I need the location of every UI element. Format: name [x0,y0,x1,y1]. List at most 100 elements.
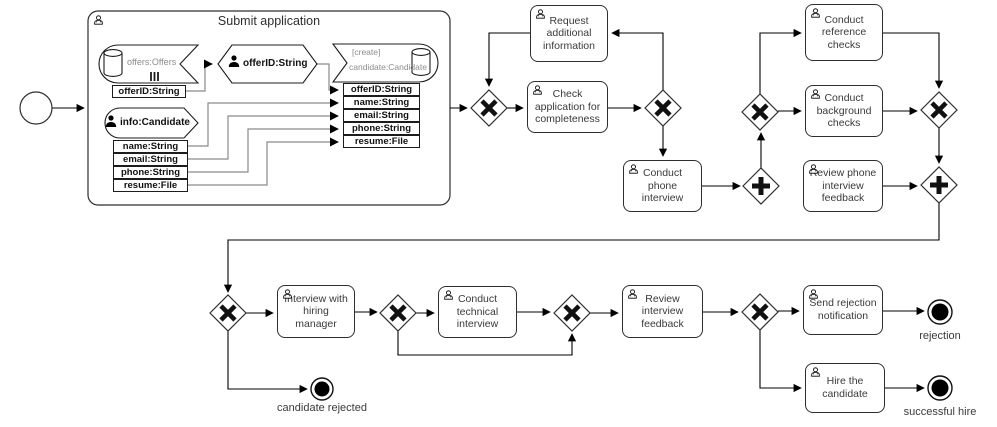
xor-marker [480,99,498,117]
transform-label: offerID:String [243,58,308,69]
gateway-parallel-2[interactable] [920,166,958,204]
task-label: Review interview feedback [641,292,684,330]
flow-gw3-to-reference [759,28,802,94]
task-label: Review phone interview feedback [809,167,877,205]
and-marker [930,176,948,194]
flow-gw2-to-request [611,28,664,90]
gateway-exclusive-3[interactable] [741,93,779,131]
gateway-exclusive-8[interactable] [741,293,779,331]
end-label-successful-hire: successful hire [903,406,977,418]
user-task-icon [628,164,639,174]
xor-marker [563,304,581,322]
candidate-field-row[interactable]: email:String [343,109,420,122]
flow-gw6-bypass-to-gw7 [397,331,577,356]
user-task-icon [535,9,546,19]
info-input-shape[interactable] [104,107,199,139]
user-task-icon [443,290,454,300]
and-marker [752,177,770,195]
flow-request-to-gw1 [484,32,530,87]
user-task-icon [627,289,638,299]
task-hire-the-candidate[interactable]: Hire the candidate [805,363,885,413]
user-task-icon [808,289,819,299]
database-icon [411,48,431,76]
xor-marker [654,99,672,117]
gateway-exclusive-6[interactable] [379,294,417,332]
task-label: Check application for completeness [534,88,601,126]
user-task-icon [282,289,293,299]
map-offers-to-transform [186,59,213,92]
candidate-field-row[interactable]: name:String [343,96,420,109]
map-transform-to-offerid [317,63,339,95]
terminate-marker [931,303,949,321]
task-conduct-background-checks[interactable]: Conduct background checks [805,85,883,137]
end-event-successful-hire[interactable] [927,375,953,401]
task-label: Interview with hiring manager [284,292,348,330]
task-check-application-completeness[interactable]: Check application for completeness [527,81,608,133]
info-field-row[interactable]: resume:File [113,179,188,192]
task-label: Request additional information [543,14,595,52]
candidate-store-label: candidate:Candidate [349,62,427,72]
map-phone [188,124,339,173]
gateway-parallel-1[interactable] [742,167,780,205]
candidate-field-row[interactable]: resume:File [343,135,420,148]
flow-gw8-to-hire [759,330,802,393]
data-mapping-lines [186,59,339,186]
map-email [188,111,339,160]
flow-reference-to-gw4 [883,32,944,89]
xor-marker [751,303,769,321]
task-review-interview-feedback[interactable]: Review interview feedback [622,285,703,338]
user-task-icon [808,164,819,174]
task-conduct-technical-interview[interactable]: Conduct technical interview [438,286,517,338]
task-request-additional-information[interactable]: Request additional information [530,5,608,62]
flow-gw5-to-rejected-end [227,331,308,394]
terminate-marker [931,379,949,397]
task-label: Conduct technical interview [456,293,499,331]
gateway-exclusive-4[interactable] [920,91,958,129]
offers-datastore-shape[interactable] [98,44,200,84]
user-task-icon [532,85,543,95]
end-label-candidate-rejected: candidate rejected [277,402,367,414]
task-interview-with-hiring-manager[interactable]: Interview with hiring manager [277,285,355,338]
task-conduct-reference-checks[interactable]: Conduct reference checks [805,4,883,61]
info-field-row[interactable]: name:String [113,140,188,153]
gateway-exclusive-7[interactable] [553,294,591,332]
end-event-rejection[interactable] [927,299,953,325]
task-conduct-phone-interview[interactable]: Conduct phone interview [623,160,702,212]
end-label-rejection: rejection [919,330,961,342]
transform-hexagon[interactable] [217,44,318,84]
offers-store-label: offers:Offers [127,57,177,67]
task-label: Conduct reference checks [821,13,867,51]
task-label: Conduct background checks [816,92,872,130]
xor-marker [219,304,237,322]
candidate-field-row[interactable]: offerID:String [343,83,420,96]
user-task-icon [810,8,821,18]
map-name [188,98,339,147]
user-task-icon [810,367,821,377]
task-review-phone-interview-feedback[interactable]: Review phone interview feedback [803,160,883,212]
gateway-exclusive-2[interactable] [644,89,682,127]
xor-marker [930,101,948,119]
gateway-exclusive-5[interactable] [209,294,247,332]
task-label: Send rejection notification [809,297,877,322]
flow-and2-to-gw5 [223,203,940,293]
info-input-label: info:Candidate [120,117,190,128]
multi-instance-marker [150,72,159,81]
terminate-marker [314,381,330,397]
info-field-row[interactable]: phone:String [113,166,188,179]
candidate-field-row[interactable]: phone:String [343,122,420,135]
task-label: Conduct phone interview [641,167,684,205]
info-field-row[interactable]: email:String [113,153,188,166]
xor-marker [751,103,769,121]
task-send-rejection-notification[interactable]: Send rejection notification [803,285,883,335]
map-resume [188,137,339,186]
task-label: Hire the candidate [822,375,868,400]
gateway-exclusive-1[interactable] [470,89,508,127]
subprocess-title: Submit application [217,14,321,28]
offers-field-row[interactable]: offerID:String [112,85,186,98]
end-event-candidate-rejected[interactable] [310,377,334,401]
database-icon [103,49,123,77]
create-tag: [create] [352,47,381,57]
start-event[interactable] [19,91,53,125]
user-task-icon [810,89,821,99]
